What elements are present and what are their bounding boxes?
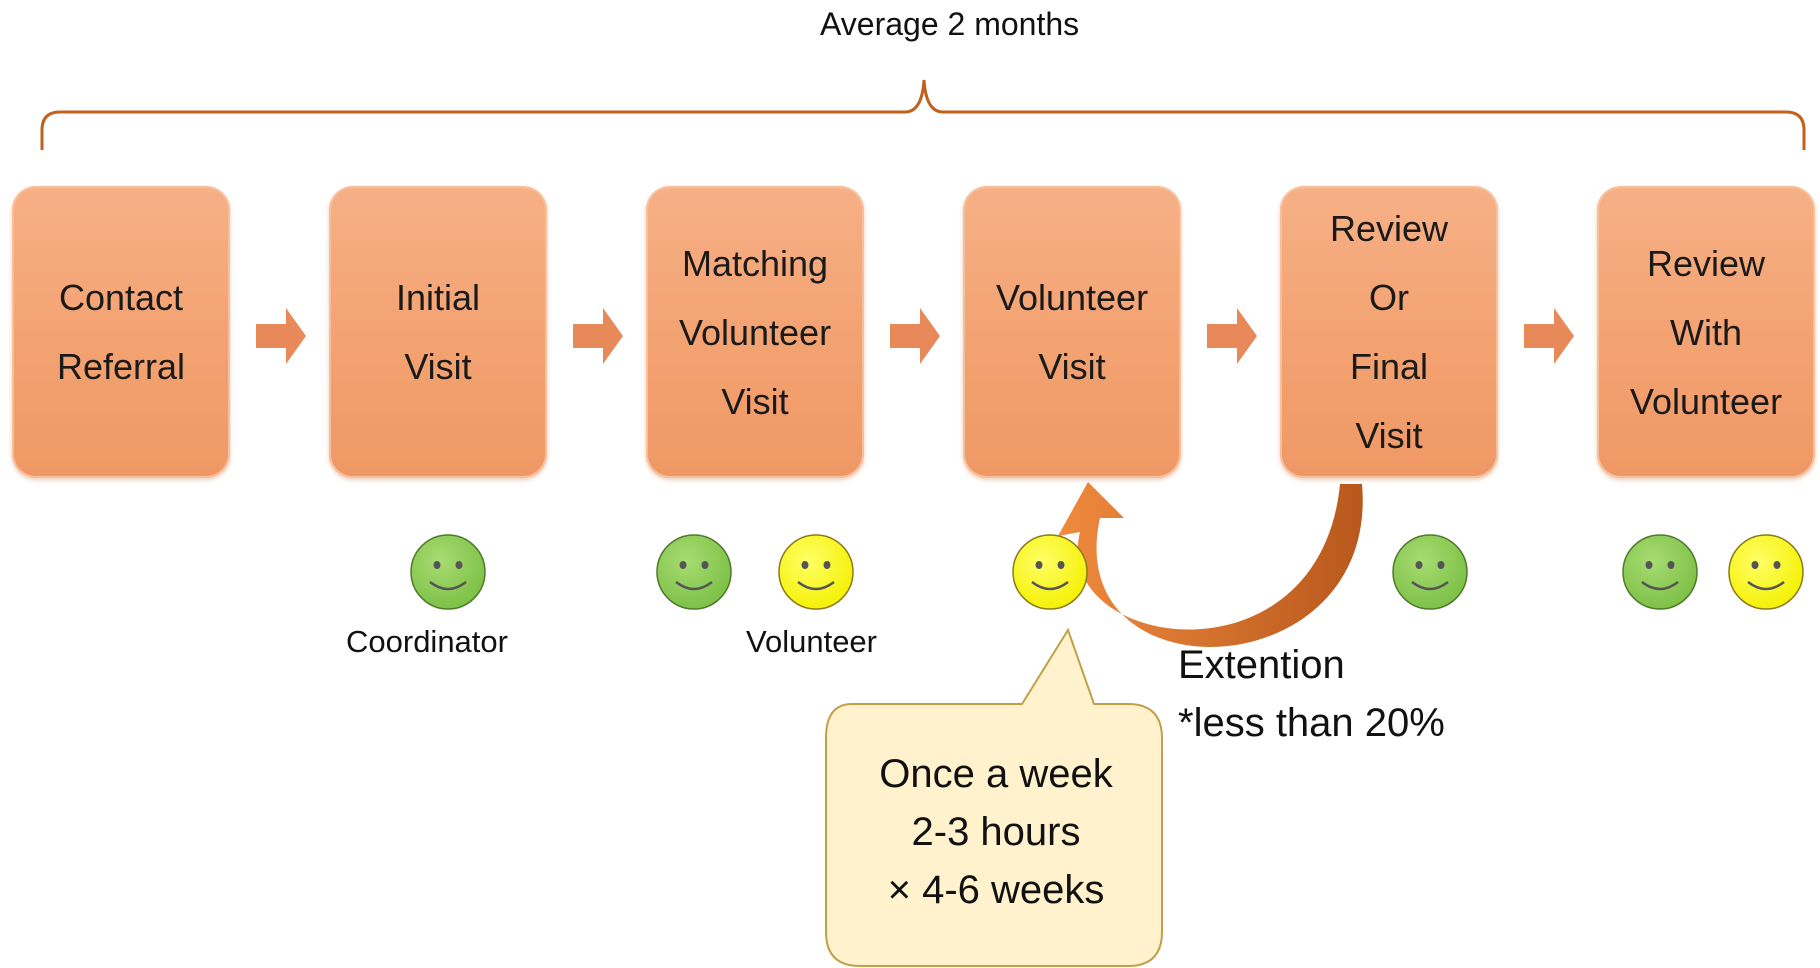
duration-label: Average 2 months — [820, 6, 1080, 42]
step-review-with-volunteer: Review With Volunteer — [1597, 186, 1815, 478]
step-label: Matching Volunteer Visit — [678, 242, 832, 422]
arrow-3 — [890, 308, 940, 364]
extension-label: Extention *less than 20% — [1178, 643, 1445, 745]
volunteer-label: Volunteer — [746, 624, 877, 659]
callout-bubble — [825, 627, 1163, 967]
smiley-coordinator-review-with-volunteer — [1622, 534, 1698, 610]
coordinator-label: Coordinator — [346, 624, 508, 659]
smiley-coordinator-review — [1392, 534, 1468, 610]
smiley-volunteer-matching — [778, 534, 854, 610]
step-label: Volunteer Visit — [995, 277, 1149, 387]
extension-loop-arrow — [1058, 482, 1363, 647]
arrow-2 — [573, 308, 623, 364]
step-initial-visit: Initial Visit — [329, 186, 547, 478]
step-review-or-final-visit: Review Or Final Visit — [1280, 186, 1498, 478]
duration-brace — [40, 79, 1806, 150]
smiley-volunteer-review-with-volunteer — [1728, 534, 1804, 610]
step-contact-referral: Contact Referral — [12, 186, 230, 478]
step-label: Review With Volunteer — [1629, 242, 1783, 422]
callout-text: Once a week 2-3 hours × 4-6 weeks — [879, 752, 1113, 912]
smiley-volunteer-visit — [1012, 534, 1088, 610]
step-arrows — [256, 308, 1574, 364]
step-volunteer-visit: Volunteer Visit — [963, 186, 1181, 478]
smiley-coordinator-initial — [410, 534, 486, 610]
arrow-4 — [1207, 308, 1257, 364]
step-label: Review Or Final Visit — [1329, 208, 1449, 456]
step-label: Initial Visit — [395, 277, 481, 387]
arrow-5 — [1524, 308, 1574, 364]
step-matching-volunteer-visit: Matching Volunteer Visit — [646, 186, 864, 478]
arrow-1 — [256, 308, 306, 364]
smiley-coordinator-matching — [656, 534, 732, 610]
step-label: Contact Referral — [56, 277, 186, 387]
